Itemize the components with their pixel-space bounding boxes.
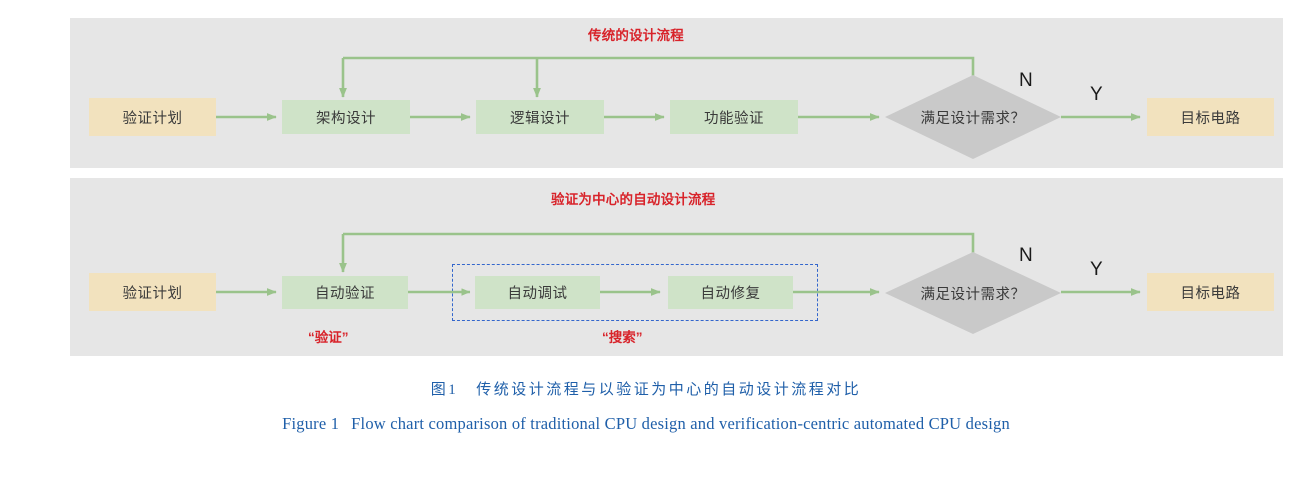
caption-chinese: 图1 传统设计流程与以验证为中心的自动设计流程对比: [0, 378, 1292, 399]
caption-english: Figure 1 Flow chart comparison of traditi…: [0, 414, 1292, 434]
caption-chinese-number: 图1: [430, 382, 459, 398]
branch-label-no-automated: N: [1019, 245, 1033, 266]
decision-label: 满足设计需求？: [920, 286, 1026, 303]
node-automated-verification[interactable]: 自动验证: [282, 276, 408, 309]
node-traditional-functional-verification[interactable]: 功能验证: [670, 100, 798, 134]
panel-traditional-title: 传统的设计流程: [588, 28, 684, 43]
node-automated-debug[interactable]: 自动调试: [475, 276, 600, 309]
branch-label-no-traditional: N: [1019, 70, 1033, 91]
panel-automated-flow: [70, 178, 1283, 356]
caption-chinese-text: 传统设计流程与以验证为中心的自动设计流程对比: [476, 382, 862, 398]
node-traditional-target-circuit[interactable]: 目标电路: [1147, 98, 1274, 136]
node-traditional-plan[interactable]: 验证计划: [89, 98, 216, 136]
annotation-verification: “验证”: [308, 330, 349, 345]
node-automated-target-circuit[interactable]: 目标电路: [1147, 273, 1274, 311]
panel-traditional-flow: [70, 18, 1283, 168]
node-traditional-decision[interactable]: 满足设计需求？: [885, 75, 1061, 159]
node-automated-decision[interactable]: 满足设计需求？: [885, 252, 1061, 334]
node-automated-plan[interactable]: 验证计划: [89, 273, 216, 311]
branch-label-yes-traditional: Y: [1090, 84, 1103, 105]
caption-english-number: Figure 1: [282, 414, 340, 433]
node-automated-repair[interactable]: 自动修复: [668, 276, 793, 309]
annotation-search: “搜索”: [602, 330, 643, 345]
panel-automated-title: 验证为中心的自动设计流程: [551, 192, 716, 207]
node-traditional-architecture-design[interactable]: 架构设计: [282, 100, 410, 134]
caption-english-text: Flow chart comparison of traditional CPU…: [351, 414, 1010, 433]
node-traditional-logic-design[interactable]: 逻辑设计: [476, 100, 604, 134]
branch-label-yes-automated: Y: [1090, 259, 1103, 280]
decision-label: 满足设计需求？: [920, 110, 1026, 127]
